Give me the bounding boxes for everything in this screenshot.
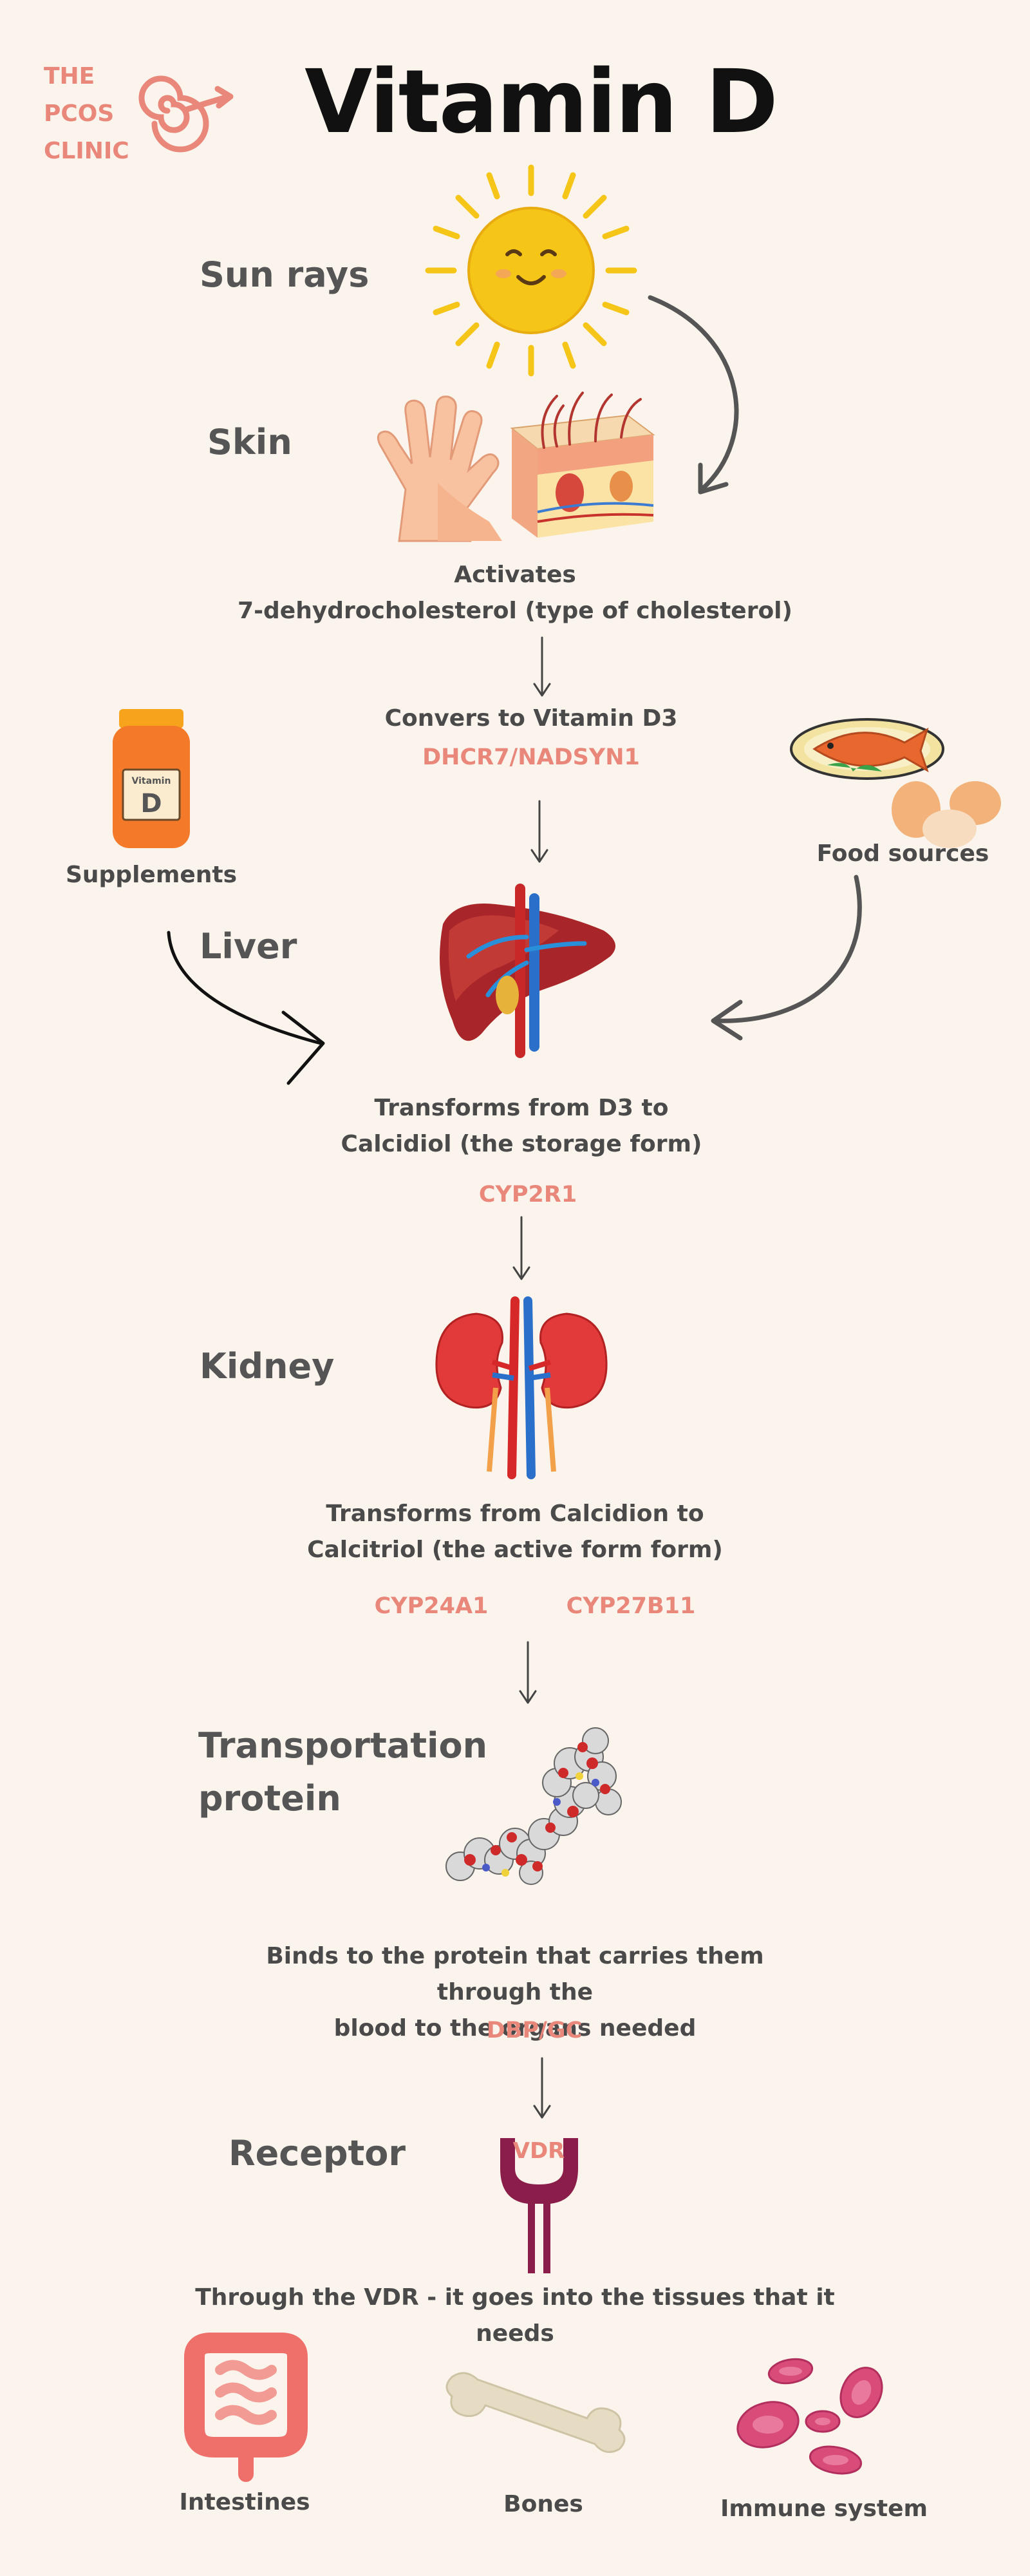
step-receptor: Through the VDR - it goes into the tissu… [195, 2284, 835, 2347]
bone-icon [445, 2372, 626, 2453]
enzyme-cyp24a1: CYP24A1 [374, 1593, 489, 1619]
eggs-icon [892, 781, 1001, 848]
step-liver-line-1: Transforms from D3 to [374, 1095, 669, 1121]
step-transport-line-2: blood to the organs needed [333, 2015, 697, 2041]
label-sun-rays: Sun rays [200, 254, 370, 295]
label-transport-line-2: protein [198, 1778, 341, 1819]
hand-icon [377, 395, 502, 542]
vdr-receptor-icon [500, 2138, 578, 2273]
step-activates-line-1: Activates [454, 562, 576, 588]
label-skin: Skin [207, 422, 292, 462]
sun-icon [425, 164, 637, 377]
supplement-bottle-icon: Vitamin D [113, 709, 190, 848]
label-intestines: Intestines [179, 2489, 310, 2515]
step-liver-line-2: Calcidiol (the storage form) [341, 1131, 702, 1157]
logo-line-2: PCOS [44, 100, 115, 127]
label-transport: Transportation protein [198, 1719, 487, 1825]
label-receptor: Receptor [229, 2133, 406, 2174]
liver-icon [440, 884, 615, 1058]
step-activates-line-2: 7-dehydrocholesterol (type of cholestero… [238, 598, 792, 624]
step-kidney-line-2: Calcitriol (the active form form) [307, 1537, 723, 1563]
logo-line-3: CLINIC [44, 138, 129, 164]
label-liver: Liver [200, 926, 297, 967]
label-food-sources: Food sources [816, 840, 989, 867]
enzyme-dhcr7: DHCR7/NADSYN1 [422, 744, 640, 770]
enzyme-dbp-gc: DBP/GC [486, 2018, 583, 2043]
enzyme-cyp2r1: CYP2R1 [478, 1182, 577, 1208]
spiral-logo-icon [138, 75, 234, 153]
step-convert: Convers to Vitamin D3 [384, 705, 678, 732]
logo-line-1: THE [44, 63, 95, 90]
step-transport: Binds to the protein that carries them t… [212, 1938, 818, 2047]
kidney-icon [435, 1296, 608, 1479]
step-kidney-line-1: Transforms from Calcidion to [326, 1501, 704, 1527]
bottle-label-line-1: Vitamin [132, 776, 171, 786]
label-transport-line-1: Transportation [198, 1725, 488, 1766]
step-kidney: Transforms from Calcidion to Calcitriol … [258, 1496, 772, 1568]
label-bones: Bones [503, 2491, 583, 2517]
label-kidney: Kidney [200, 1346, 335, 1387]
logo-text: THE PCOS CLINIC [44, 58, 129, 170]
step-activates: Activates 7-dehydrocholesterol (type of … [193, 557, 837, 629]
bottle-label-line-2: D [140, 789, 162, 819]
step-transport-line-1: Binds to the protein that carries them t… [266, 1943, 764, 2005]
skin-layer-icon [510, 392, 655, 538]
enzyme-cyp27b11: CYP27B11 [566, 1593, 696, 1619]
vdr-badge: VDR [512, 2138, 565, 2164]
immune-cells-icon [736, 2358, 883, 2475]
intestines-icon [184, 2333, 308, 2482]
label-supplements: Supplements [65, 862, 238, 888]
fish-plate-icon [790, 718, 944, 780]
page-title: Vitamin D [304, 52, 778, 153]
protein-molecule-icon [445, 1727, 622, 1885]
label-immune-system: Immune system [720, 2496, 928, 2522]
step-liver: Transforms from D3 to Calcidiol (the sto… [290, 1090, 753, 1162]
